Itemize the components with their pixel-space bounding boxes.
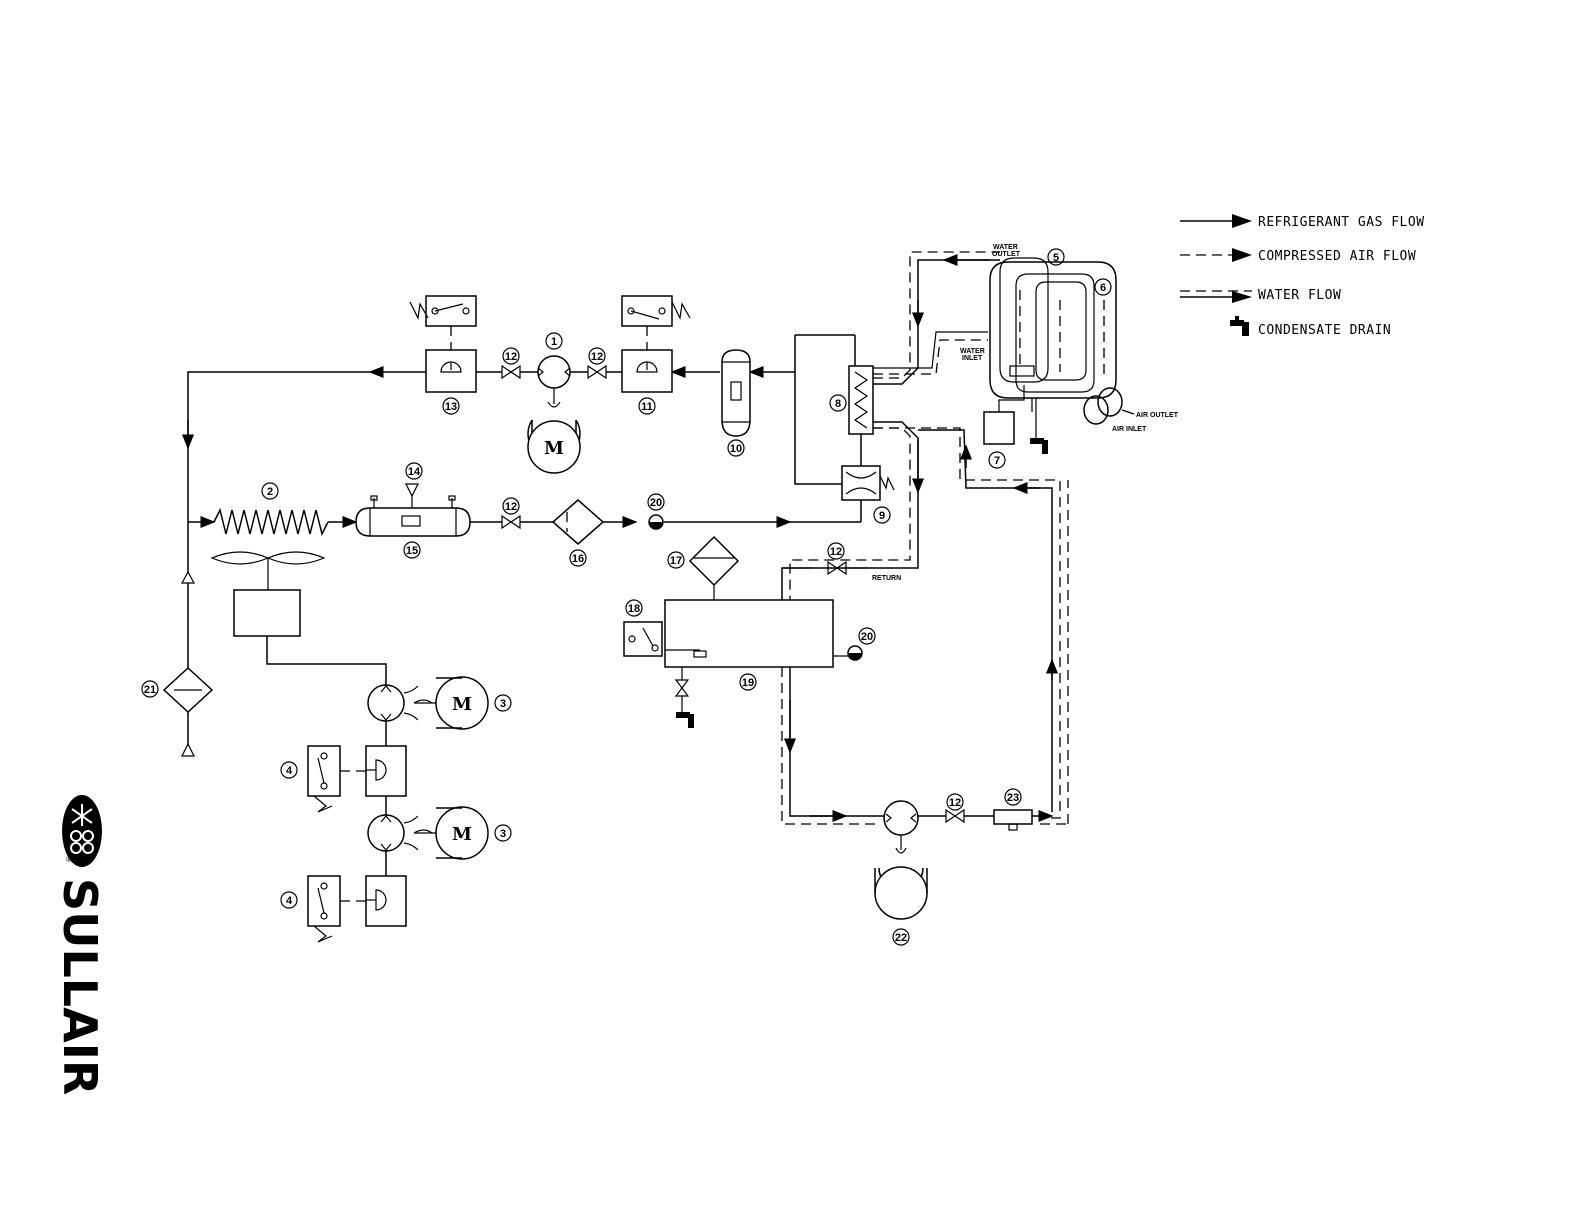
- expansion-valve-9: 9: [842, 434, 894, 523]
- callout-12: 12: [830, 546, 842, 558]
- callout-3: 3: [500, 698, 506, 710]
- sullair-logo: ® SULLAIR ®: [53, 795, 107, 1095]
- pressure-switch-4-lower: 4: [281, 876, 406, 942]
- water-tank-19: 19: [665, 600, 833, 690]
- accumulator-10: 10: [722, 350, 750, 456]
- legend-compressed-air-flow-label: COMPRESSED AIR FLOW: [1258, 249, 1416, 264]
- callout-21: 21: [144, 684, 156, 696]
- condenser-fan: [212, 552, 386, 686]
- callout-10: 10: [730, 443, 742, 455]
- air-outlet-label: AIR OUTLET: [1136, 412, 1179, 419]
- filter-21: 21: [142, 668, 212, 756]
- valve-12-return-line: 12: [828, 543, 846, 574]
- legend: REFRIGERANT GAS FLOW COMPRESSED AIR FLOW…: [1180, 214, 1425, 338]
- motor-label: M: [452, 824, 472, 845]
- legend-refrigerant-gas-flow: REFRIGERANT GAS FLOW: [1180, 214, 1425, 230]
- legend-water-flow: WATER FLOW: [1180, 288, 1341, 303]
- tank-drain: [676, 667, 694, 728]
- registered-mark: ®: [66, 1063, 72, 1072]
- callout-16: 16: [572, 553, 584, 565]
- callout-15: 15: [406, 545, 418, 557]
- callout-20: 20: [861, 631, 873, 643]
- condensate-drain-icon: [1230, 316, 1249, 336]
- callout-5: 5: [1053, 252, 1059, 264]
- callout-23: 23: [1007, 792, 1019, 804]
- legend-condensate-drain: CONDENSATE DRAIN: [1230, 316, 1391, 338]
- air-inlet-label: AIR INLET: [1112, 426, 1147, 433]
- heat-exchanger-8: 8: [830, 335, 873, 434]
- legend-refrigerant-gas-flow-label: REFRIGERANT GAS FLOW: [1258, 215, 1425, 230]
- pressure-switch-4-upper: 4: [281, 746, 406, 815]
- condensate-drain-icon: [676, 712, 694, 728]
- legend-water-flow-label: WATER FLOW: [1258, 288, 1341, 303]
- registered-mark: ®: [66, 855, 72, 864]
- return-label: RETURN: [872, 575, 901, 582]
- sight-glass-20-tank: 20: [833, 628, 875, 660]
- water-outlet-label-line2: OUTLET: [992, 251, 1021, 258]
- water-return-lines: RETURN: [782, 252, 1060, 818]
- sight-glass-20: 20: [648, 494, 664, 529]
- callout-8: 8: [835, 398, 841, 410]
- callout-9: 9: [879, 510, 885, 522]
- filter-17: 17: [668, 537, 738, 600]
- refrigerant-liquid-line: 2: [214, 483, 861, 534]
- water-inlet-label: WATER: [960, 348, 985, 355]
- water-outlet-label: WATER: [993, 244, 1018, 251]
- callout-14: 14: [408, 466, 421, 478]
- callout-12: 12: [591, 351, 603, 363]
- water-inlet-label-line2: INLET: [962, 355, 983, 362]
- refrigerant-pump-1: 1: [538, 333, 570, 407]
- sullair-wordmark: SULLAIR: [53, 878, 107, 1095]
- legend-condensate-drain-label: CONDENSATE DRAIN: [1258, 323, 1391, 338]
- relief-valve-14: 14: [406, 463, 422, 508]
- callout-18: 18: [628, 603, 640, 615]
- callout-12: 12: [505, 501, 517, 513]
- callout-11: 11: [641, 401, 653, 413]
- water-pump-22: 22: [875, 801, 927, 945]
- callout-3: 3: [500, 828, 506, 840]
- motor-label: M: [544, 438, 564, 459]
- receiver-15: 15: [356, 496, 470, 558]
- component-13: 13: [410, 296, 476, 414]
- callout-20: 20: [650, 497, 662, 509]
- callout-7: 7: [994, 455, 1000, 467]
- callout-13: 13: [445, 401, 457, 413]
- flow-switch-23: 23: [994, 789, 1032, 830]
- callout-12: 12: [505, 351, 517, 363]
- callout-6: 6: [1100, 282, 1106, 294]
- valve-12-liquid-line: 12: [502, 498, 520, 528]
- fan-motor-assembly-upper: M 3: [368, 677, 511, 746]
- callout-4: 4: [286, 895, 293, 907]
- level-switch-18: 18: [624, 600, 662, 656]
- motor-1: M: [528, 420, 580, 473]
- callout-19: 19: [742, 677, 754, 689]
- valve-12-upper-left: 12: [502, 348, 520, 378]
- callout-4: 4: [286, 765, 293, 777]
- motor-label: M: [452, 694, 472, 715]
- component-11: 11: [622, 296, 690, 414]
- sullair-emblem-icon: ®: [62, 795, 102, 867]
- valve-12-pump-discharge: 12: [946, 794, 964, 822]
- callout-22: 22: [895, 932, 907, 944]
- callout-12: 12: [949, 797, 961, 809]
- filter-drier-16: 16: [553, 500, 603, 566]
- valve-12-upper-right: 12: [588, 348, 606, 378]
- fan-motor-assembly-lower: M 3: [368, 807, 511, 876]
- condensate-drain-icon: [1030, 412, 1048, 454]
- legend-compressed-air-flow: COMPRESSED AIR FLOW: [1180, 248, 1416, 264]
- callout-2: 2: [267, 486, 273, 498]
- callout-1: 1: [551, 336, 557, 348]
- callout-17: 17: [670, 555, 682, 567]
